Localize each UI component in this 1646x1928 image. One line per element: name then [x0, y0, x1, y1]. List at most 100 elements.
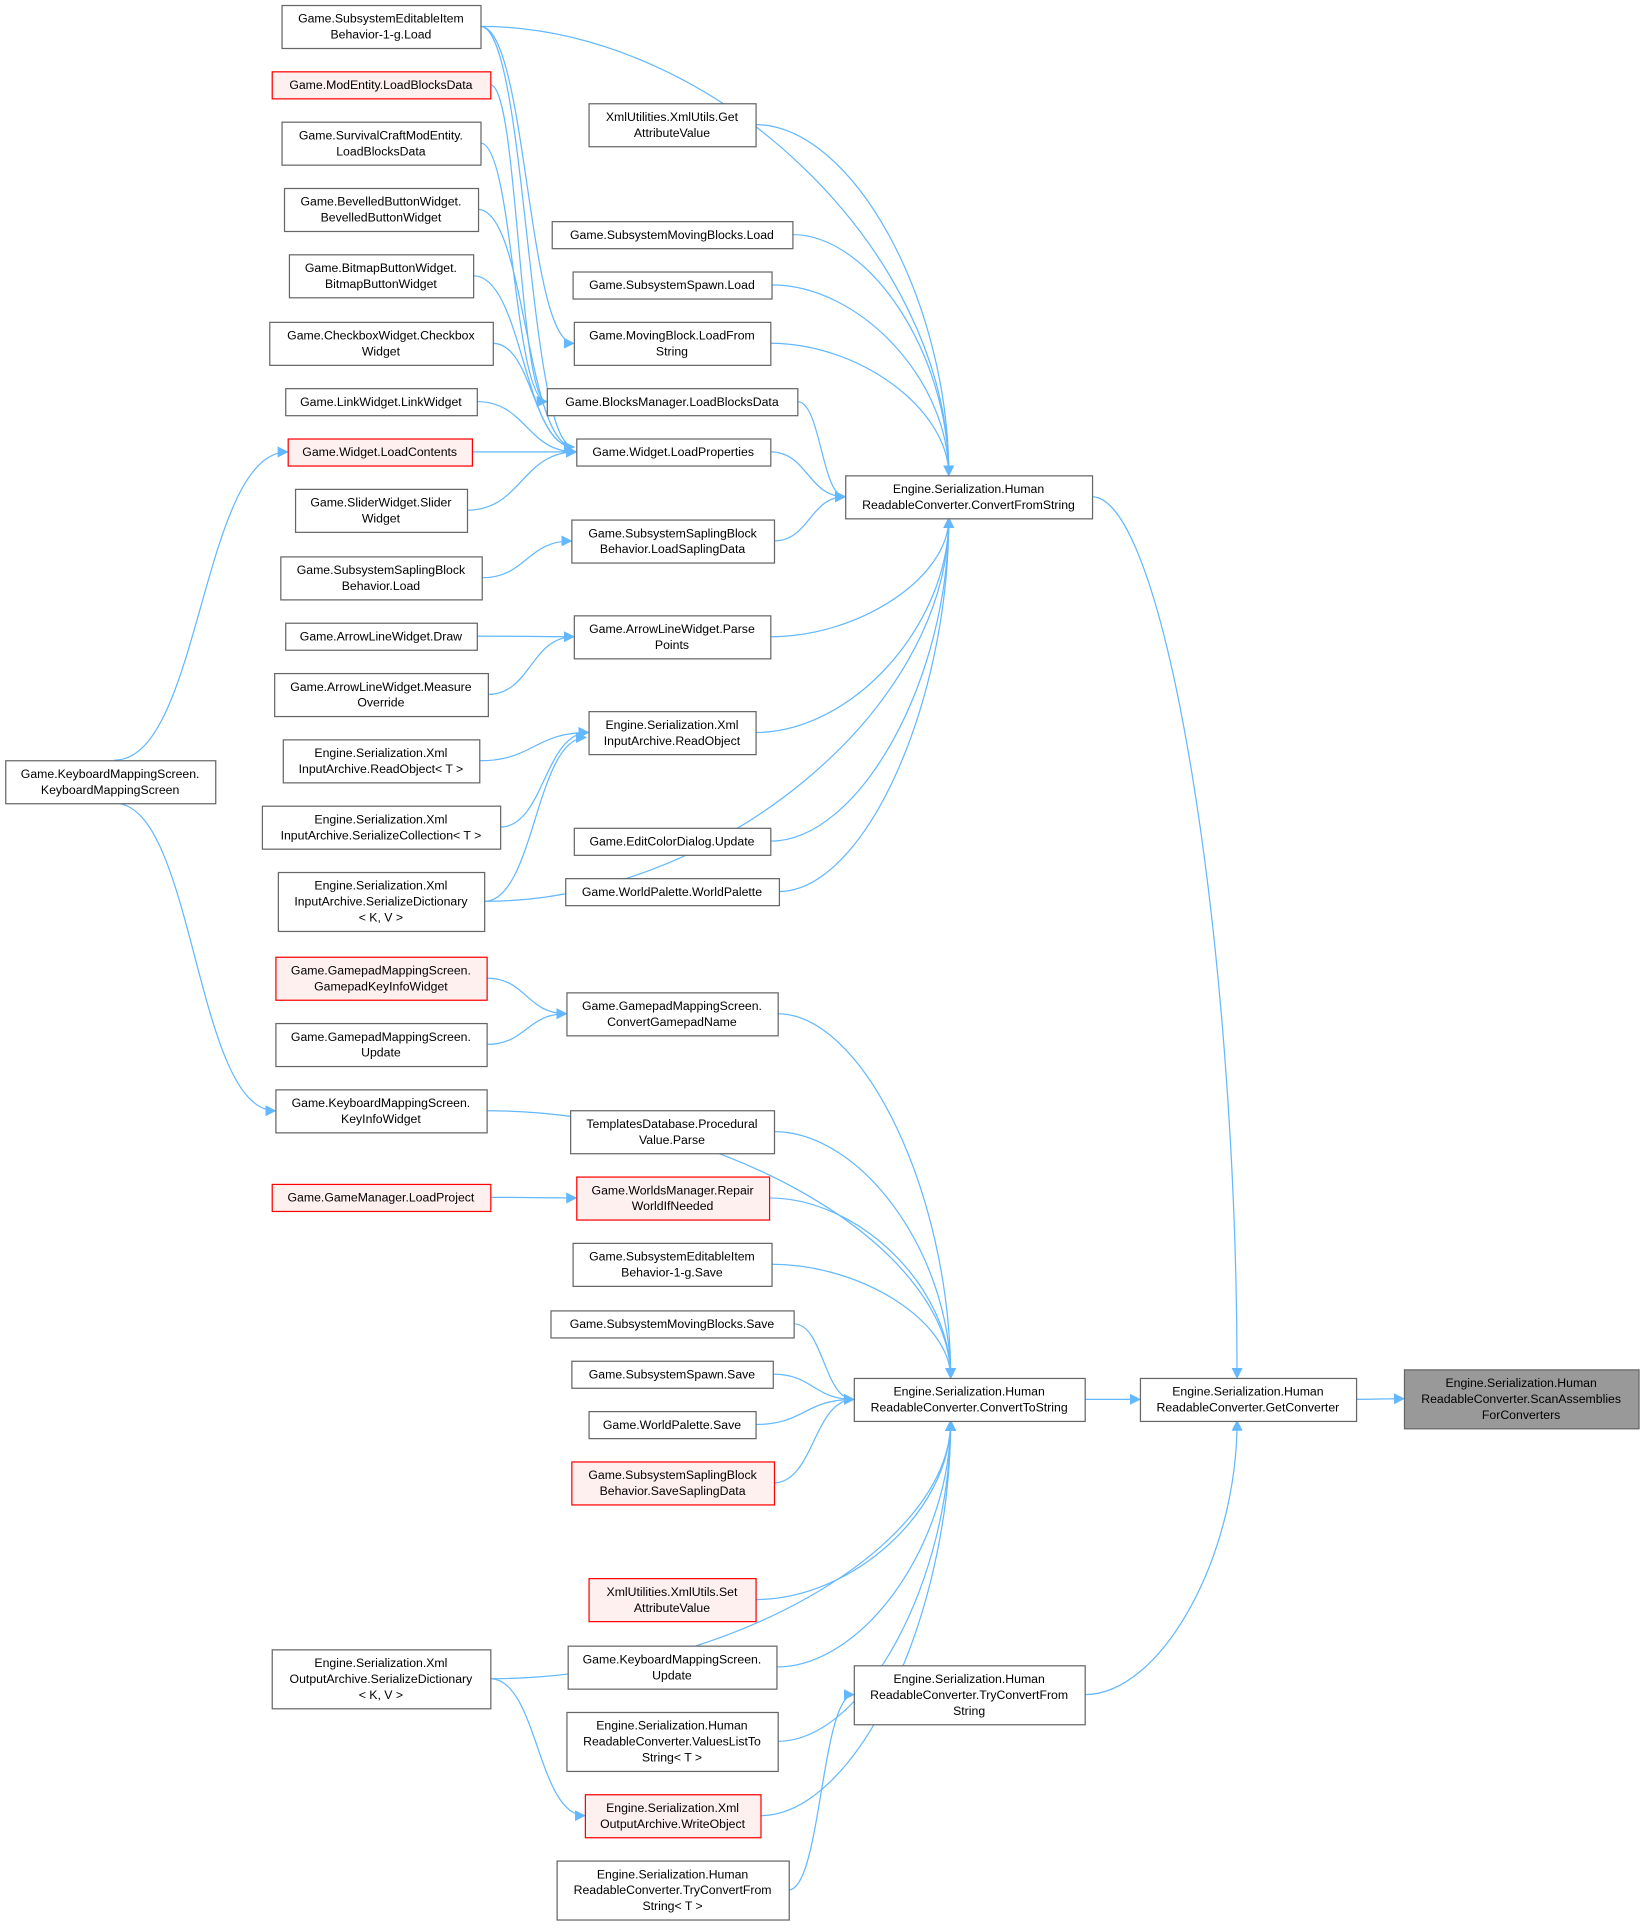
node-game-subsystemeditableitem-behavior-1-g-save[interactable]: Game.SubsystemEditableItemBehavior-1-g.S… — [572, 1242, 773, 1287]
node-game-arrowlinewidget-draw[interactable]: Game.ArrowLineWidget.Draw — [285, 622, 478, 651]
edge-m20-to-c2 — [755, 1419, 957, 1601]
node-game-keyboardmappingscreen-update[interactable]: Game.KeyboardMappingScreen.Update — [567, 1645, 778, 1690]
node-engine-serialization-human-readableconverter-convertfromstring[interactable]: Engine.Serialization.HumanReadableConver… — [845, 475, 1094, 520]
node-game-sliderwidget-slider-widget[interactable]: Game.SliderWidget.SliderWidget — [294, 488, 469, 533]
node-engine-serialization-xml-outputarchive-writeobject[interactable]: Engine.Serialization.XmlOutputArchive.Wr… — [584, 1794, 762, 1839]
node-label: Game.BitmapButtonWidget. — [305, 261, 457, 275]
edge-m15-to-c2 — [771, 1263, 957, 1379]
node-engine-serialization-xml-inputarchive-serializedictionary-k-v[interactable]: Engine.Serialization.XmlInputArchive.Ser… — [277, 871, 486, 933]
node-label: Engine.Serialization.Xml — [606, 1801, 739, 1815]
node-box — [280, 556, 483, 601]
node-box — [584, 1794, 762, 1839]
edge-n19-to-m14 — [490, 1192, 578, 1204]
edge-n10-to-m7 — [481, 535, 573, 579]
node-label: String< T > — [642, 1751, 702, 1765]
node-box — [269, 321, 494, 366]
node-game-gamepadmappingscreen-gamepadkeyinfowidget[interactable]: Game.GamepadMappingScreen.GamepadKeyInfo… — [275, 956, 488, 1001]
node-label: Behavior.LoadSaplingData — [600, 542, 745, 556]
edge-m18-to-c2 — [755, 1393, 855, 1426]
node-game-bevelledbuttonwidget-bevelledbuttonwidget[interactable]: Game.BevelledButtonWidget.BevelledButton… — [283, 187, 480, 233]
node-game-gamemanager-loadproject[interactable]: Game.GameManager.LoadProject — [271, 1183, 492, 1213]
node-game-subsystemsaplingblock-behavior-loadsaplingdata[interactable]: Game.SubsystemSaplingBlockBehavior.LoadS… — [571, 519, 776, 564]
node-game-checkboxwidget-checkbox-widget[interactable]: Game.CheckboxWidget.CheckboxWidget — [269, 321, 494, 366]
node-game-subsystemmovingblocks-save[interactable]: Game.SubsystemMovingBlocks.Save — [550, 1310, 795, 1339]
node-game-worldpalette-save[interactable]: Game.WorldPalette.Save — [588, 1411, 757, 1440]
node-engine-serialization-xml-inputarchive-readobject-t[interactable]: Engine.Serialization.XmlInputArchive.Rea… — [282, 739, 481, 784]
node-label: Game.MovingBlock.LoadFrom — [589, 329, 755, 343]
node-game-gamepadmappingscreen-convertgamepadname[interactable]: Game.GamepadMappingScreen.ConvertGamepad… — [566, 992, 779, 1037]
node-game-subsystemmovingblocks-load[interactable]: Game.SubsystemMovingBlocks.Load — [551, 221, 794, 250]
node-engine-serialization-xml-inputarchive-readobject[interactable]: Engine.Serialization.XmlInputArchive.Rea… — [588, 711, 757, 756]
node-engine-serialization-human-readableconverter-tryconvertfrom-string-t[interactable]: Engine.Serialization.HumanReadableConver… — [556, 1860, 790, 1921]
node-game-linkwidget-linkwidget[interactable]: Game.LinkWidget.LinkWidget — [285, 388, 478, 417]
node-label: Game.Widget.LoadProperties — [592, 445, 754, 459]
node-box — [565, 878, 781, 907]
node-box — [566, 992, 779, 1037]
node-game-worldpalette-worldpalette[interactable]: Game.WorldPalette.WorldPalette — [565, 878, 781, 907]
node-label: Update — [361, 1046, 401, 1060]
edge-n21-to-n8 — [114, 446, 289, 761]
edge-n17-to-m12 — [486, 1008, 568, 1046]
node-label: Game.BlocksManager.LoadBlocksData — [565, 395, 779, 409]
node-game-keyboardmappingscreen-keyinfowidget[interactable]: Game.KeyboardMappingScreen.KeyInfoWidget — [275, 1089, 488, 1134]
node-game-survivalcraftmodentity-loadblocksdata[interactable]: Game.SurvivalCraftModEntity.LoadBlocksDa… — [281, 121, 482, 166]
node-engine-serialization-human-readableconverter-getconverter[interactable]: Engine.Serialization.HumanReadableConver… — [1139, 1377, 1358, 1423]
node-box — [845, 475, 1094, 520]
node-label: Override — [357, 696, 404, 710]
node-label: Engine.Serialization.Xml — [314, 746, 447, 760]
node-game-subsystemsaplingblock-behavior-savesaplingdata[interactable]: Game.SubsystemSaplingBlockBehavior.SaveS… — [571, 1461, 776, 1506]
node-label: BevelledButtonWidget — [321, 211, 442, 225]
node-box — [853, 1377, 1086, 1423]
edge-m16-to-c2 — [793, 1323, 855, 1405]
node-box — [275, 1022, 488, 1068]
edge-n1-to-c1 — [480, 25, 955, 477]
edges — [114, 25, 1405, 1891]
node-engine-serialization-xml-inputarchive-serializecollection-t[interactable]: Engine.Serialization.XmlInputArchive.Ser… — [261, 805, 502, 850]
node-engine-serialization-human-readableconverter-converttostring[interactable]: Engine.Serialization.HumanReadableConver… — [853, 1377, 1086, 1423]
node-label: Game.Widget.LoadContents — [302, 445, 457, 459]
node-label: Game.GameManager.LoadProject — [288, 1191, 475, 1205]
node-game-subsystemeditableitem-behavior-1-g-load[interactable]: Game.SubsystemEditableItemBehavior-1-g.L… — [281, 4, 482, 50]
node-game-gamepadmappingscreen-update[interactable]: Game.GamepadMappingScreen.Update — [275, 1022, 488, 1068]
node-label: Game.ArrowLineWidget.Parse — [589, 622, 755, 636]
node-engine-serialization-human-readableconverter-valueslistto-string-t[interactable]: Engine.Serialization.HumanReadableConver… — [566, 1711, 779, 1773]
node-game-editcolordialog-update[interactable]: Game.EditColorDialog.Update — [573, 827, 772, 856]
node-box — [556, 1860, 790, 1921]
node-label: Game.KeyboardMappingScreen. — [21, 767, 200, 781]
edge-m2-to-c1 — [792, 233, 955, 477]
edge-m8-to-c1 — [770, 517, 955, 638]
edge-m14-to-c2 — [768, 1197, 957, 1379]
node-game-subsystemspawn-save[interactable]: Game.SubsystemSpawn.Save — [571, 1360, 774, 1389]
node-box — [274, 672, 489, 718]
node-game-keyboardmappingscreen-keyboardmappingscreen[interactable]: Game.KeyboardMappingScreen.KeyboardMappi… — [5, 760, 217, 805]
node-game-widget-loadproperties[interactable]: Game.Widget.LoadProperties — [576, 438, 772, 467]
node-label: String< T > — [642, 1899, 702, 1913]
node-label: ConvertGamepadName — [607, 1015, 737, 1029]
node-game-modentity-loadblocksdata[interactable]: Game.ModEntity.LoadBlocksData — [271, 71, 492, 100]
node-box — [1139, 1377, 1358, 1423]
node-game-widget-loadcontents[interactable]: Game.Widget.LoadContents — [287, 438, 474, 467]
node-engine-serialization-human-readableconverter-tryconvertfrom-string[interactable]: Engine.Serialization.HumanReadableConver… — [853, 1665, 1086, 1726]
node-label: Game.SubsystemSaplingBlock — [588, 526, 757, 540]
node-label: Engine.Serialization.Xml — [314, 1656, 447, 1670]
node-game-subsystemspawn-load[interactable]: Game.SubsystemSpawn.Load — [572, 271, 773, 300]
node-game-blocksmanager-loadblocksdata[interactable]: Game.BlocksManager.LoadBlocksData — [546, 388, 799, 417]
node-engine-serialization-human-readableconverter-scanassemblies-forconverters[interactable]: Engine.Serialization.HumanReadableConver… — [1403, 1369, 1640, 1430]
node-box — [275, 1089, 488, 1134]
node-label: Engine.Serialization.Human — [893, 1385, 1045, 1399]
edge-m12-to-c2 — [777, 1013, 957, 1379]
node-label: InputArchive.SerializeDictionary — [294, 895, 468, 909]
node-game-bitmapbuttonwidget-bitmapbuttonwidget[interactable]: Game.BitmapButtonWidget.BitmapButtonWidg… — [288, 254, 475, 299]
node-label: ReadableConverter.TryConvertFrom — [870, 1688, 1068, 1702]
node-label: TemplatesDatabase.Procedural — [586, 1117, 757, 1131]
node-engine-serialization-xml-outputarchive-serializedictionary-k-v[interactable]: Engine.Serialization.XmlOutputArchive.Se… — [271, 1649, 492, 1710]
